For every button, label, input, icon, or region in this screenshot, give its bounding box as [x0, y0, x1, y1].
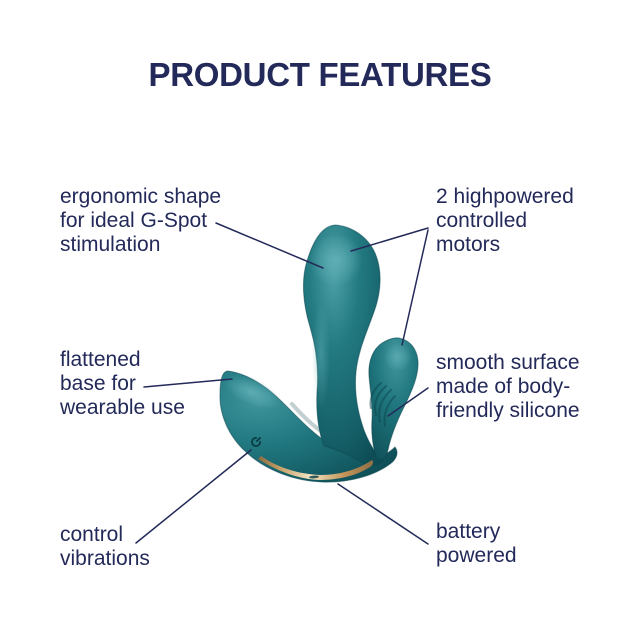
label-ergonomic-shape: ergonomic shape for ideal G-Spot stimula…	[60, 185, 222, 256]
callout-line-flattened	[143, 378, 233, 388]
callout-lines	[135, 222, 429, 545]
callout-line-control	[135, 449, 252, 544]
main-arm-highlight	[309, 234, 363, 286]
gold-band	[258, 456, 374, 480]
brand-mark	[309, 475, 319, 479]
rear-arm-highlight	[384, 343, 412, 371]
power-icon	[251, 437, 261, 447]
callout-line-battery	[337, 483, 429, 545]
page-title: PRODUCT FEATURES	[148, 56, 492, 93]
label-flattened-base: flattened base for wearable use	[60, 348, 185, 419]
label-battery-powered: battery powered	[436, 520, 517, 567]
callout-line-motors-rear	[401, 229, 429, 346]
callout-line-ergonomic	[215, 222, 324, 269]
base-highlight	[223, 375, 281, 409]
callout-line-motors-top	[350, 227, 429, 252]
label-smooth-surface: smooth surface made of body- friendly si…	[436, 351, 580, 422]
label-highpowered-motors: 2 highpowered controlled motors	[436, 185, 574, 256]
ridge-lines	[369, 382, 396, 427]
label-control-vibrations: control vibrations	[60, 523, 150, 570]
main-arm-streak	[312, 300, 330, 410]
callout-line-smooth	[387, 387, 429, 417]
